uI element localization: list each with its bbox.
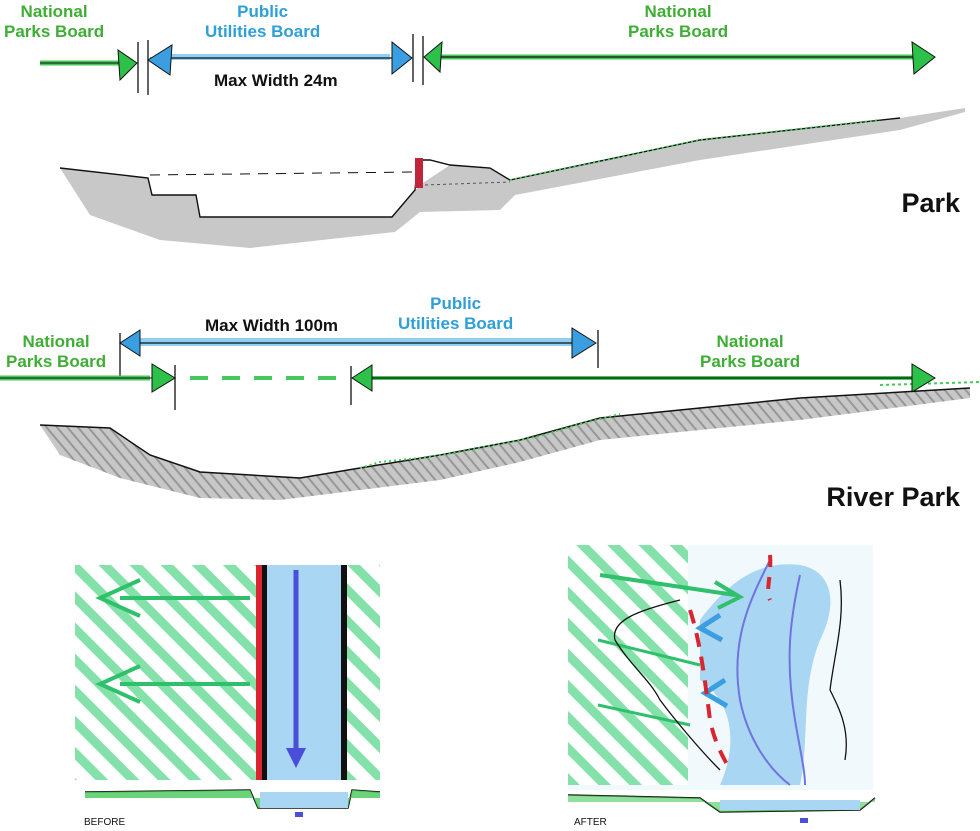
river-center-owner-line1: Public (430, 294, 482, 313)
park-left-owner-line2: Parks Board (4, 21, 105, 41)
park-width-label: Max Width 24m (214, 71, 338, 90)
park-terrain (59, 108, 965, 248)
park-left-owner-line1: National (20, 2, 88, 21)
park-arrowheads (117, 40, 936, 82)
park-ownership-line (40, 34, 930, 95)
river-ownership-lines (0, 330, 980, 410)
before-caption: BEFORE (84, 817, 126, 828)
river-width-label: Max Width 100m (205, 316, 339, 335)
river-center-owner-label: Public Utilities Board (398, 294, 513, 333)
river-park-section-title: River Park (826, 482, 960, 512)
river-arrowheads (119, 327, 936, 393)
park-center-owner-line2: Utilities Board (205, 21, 321, 41)
before-section (84, 789, 381, 817)
park-left-owner-label: National Parks Board (4, 2, 104, 41)
park-center-owner-label: Public Utilities Board (205, 2, 320, 41)
park-right-owner-line2: Parks Board (628, 21, 729, 41)
river-left-owner-label: National Parks Board (6, 332, 106, 371)
river-center-owner-line2: Utilities Board (398, 313, 514, 333)
park-section-title: Park (901, 188, 960, 218)
park-right-owner-line1: National (644, 2, 712, 21)
park-right-owner-label: National Parks Board (628, 2, 728, 41)
after-section (567, 794, 876, 823)
after-caption: AFTER (574, 817, 607, 828)
river-left-owner-line1: National (22, 332, 90, 351)
river-right-owner-label: National Parks Board (700, 332, 800, 371)
river-terrain (39, 387, 971, 500)
before-plan (75, 565, 380, 780)
park-center-owner-line1: Public (237, 2, 289, 21)
river-right-owner-line2: Parks Board (700, 351, 801, 371)
river-left-owner-line2: Parks Board (6, 351, 107, 371)
after-plan (568, 545, 873, 790)
river-right-owner-line1: National (716, 332, 784, 351)
